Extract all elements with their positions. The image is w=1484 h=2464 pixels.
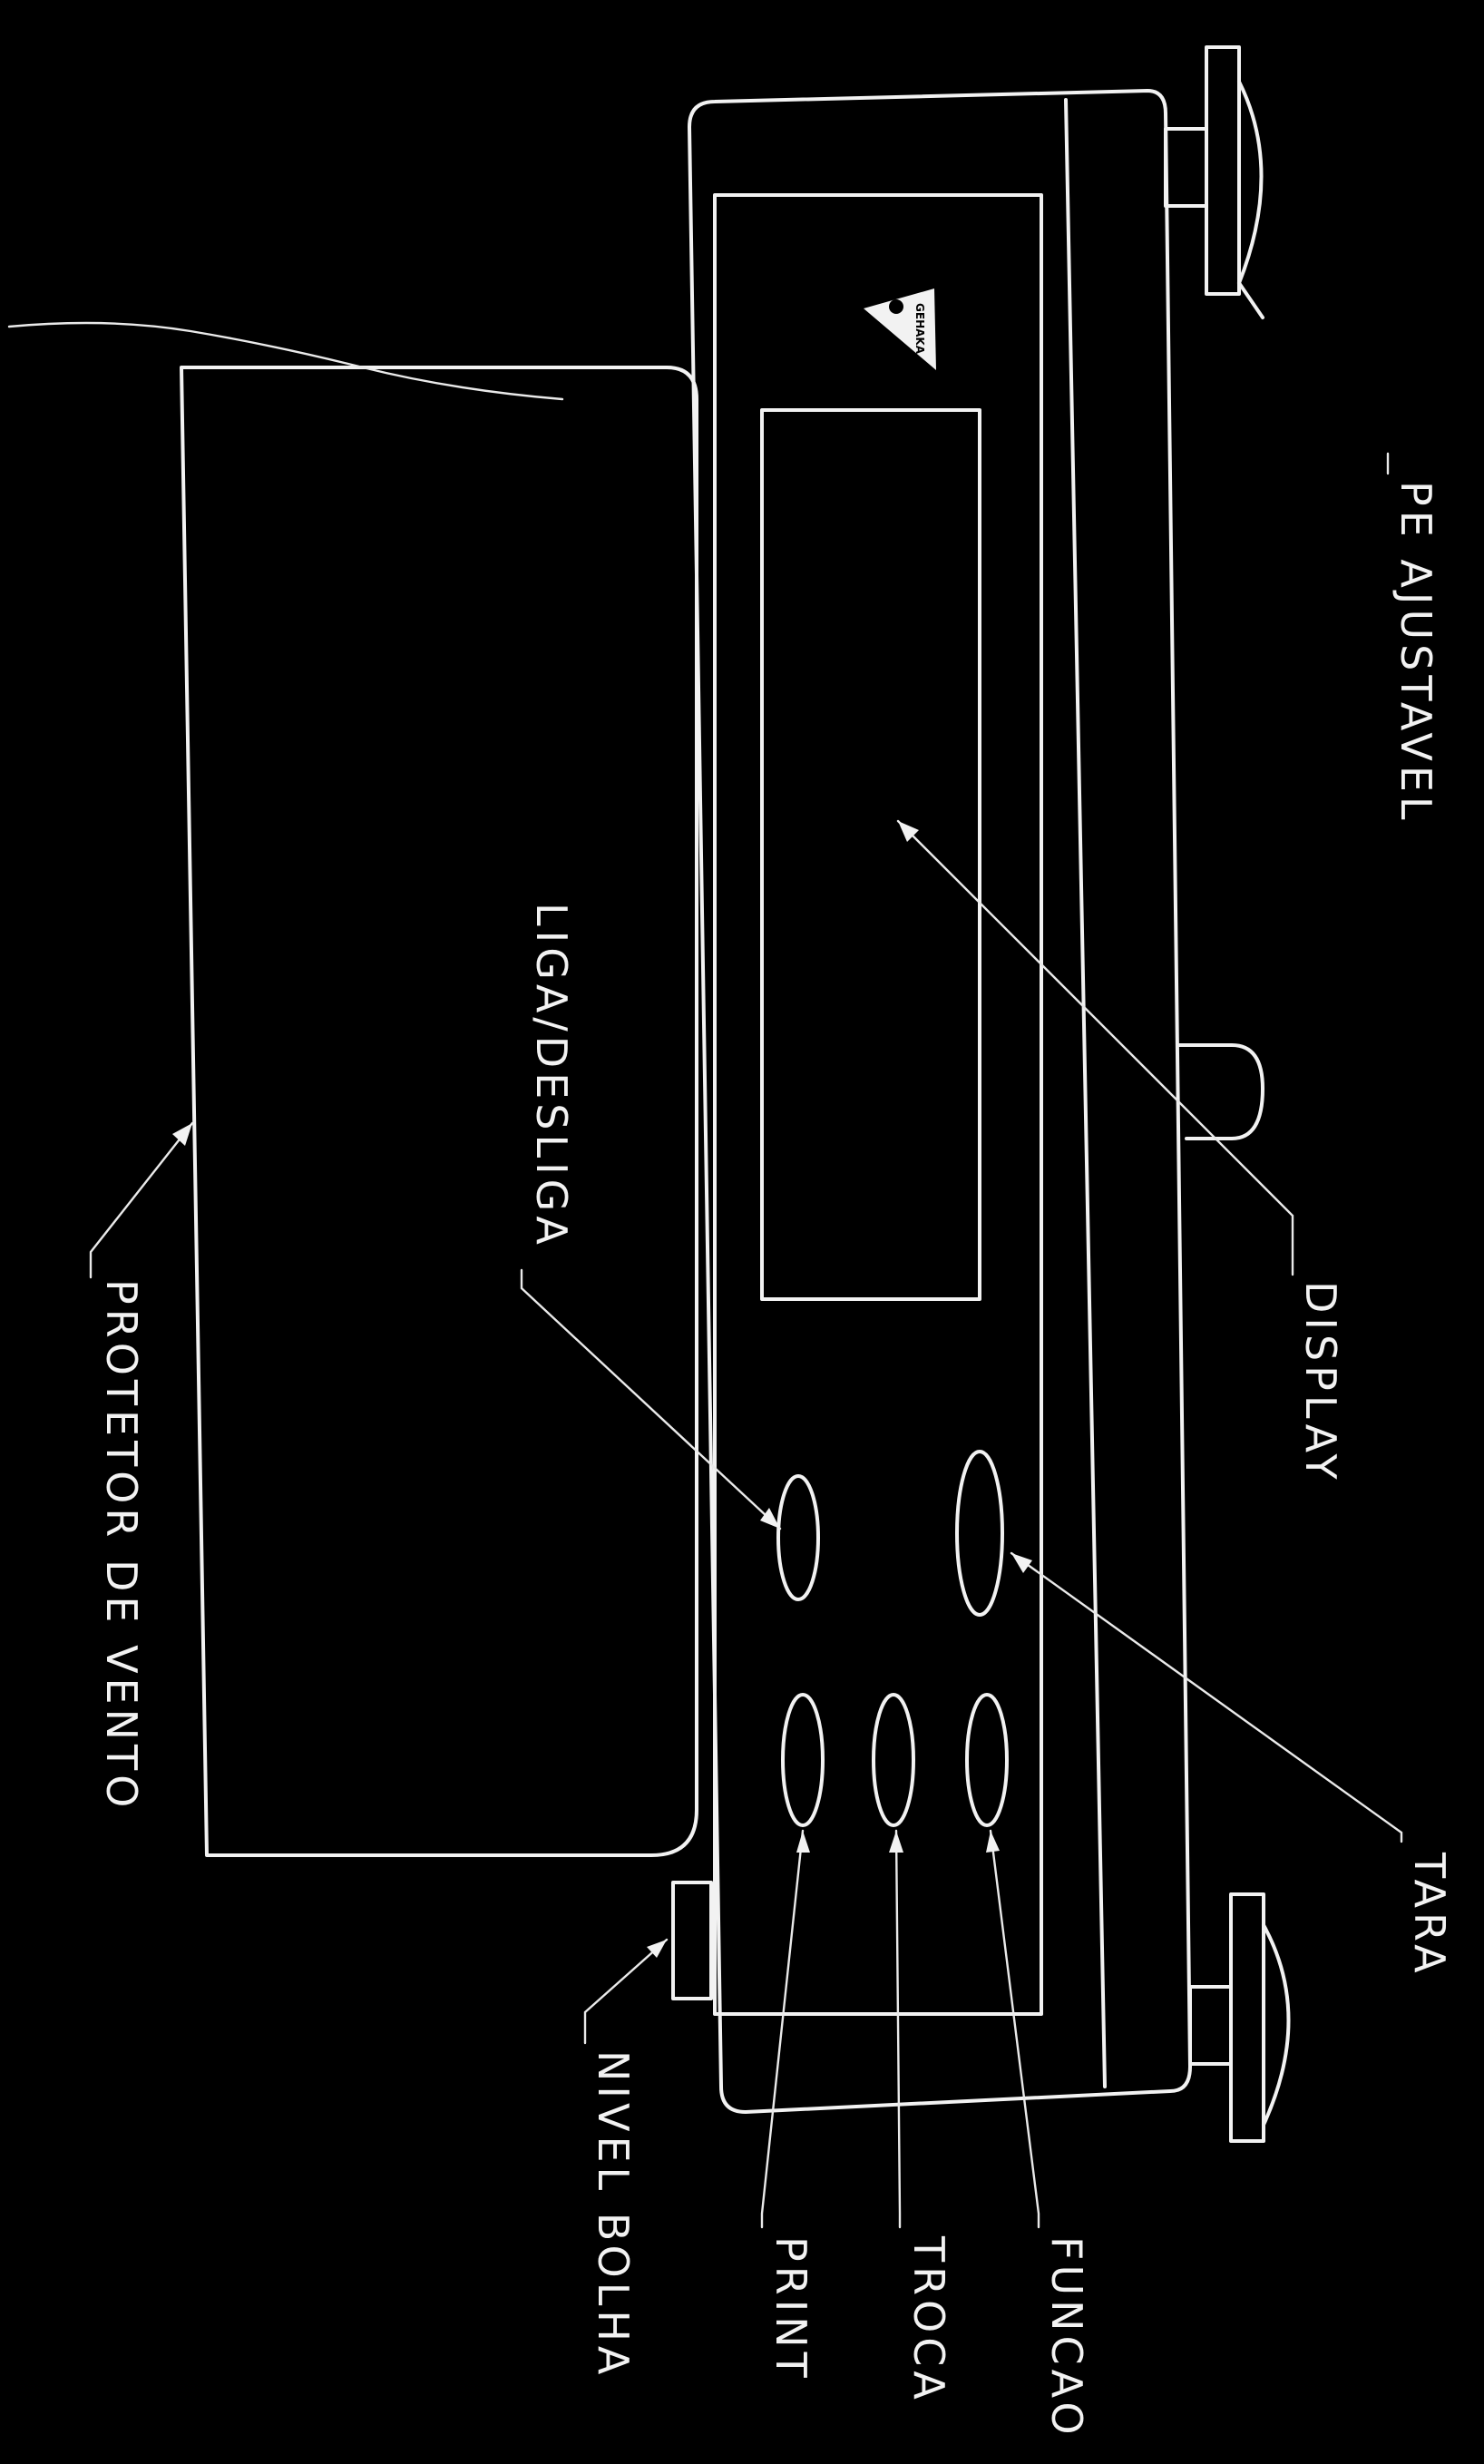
wind-shield: [180, 366, 698, 1857]
print-button[interactable]: [781, 1693, 825, 1827]
adjustable-foot-top: [1164, 45, 1264, 319]
change-button[interactable]: [872, 1693, 915, 1827]
label-bubble-level: NIVEL BOLHA: [589, 2050, 638, 2379]
on-off-button[interactable]: [776, 1474, 820, 1601]
label-on-off: LIGA/DESLIGA: [527, 903, 576, 1249]
leaders: [89, 452, 1403, 2229]
tare-button[interactable]: [955, 1450, 1004, 1617]
label-display: DISPLAY: [1296, 1281, 1345, 1484]
side-knob: [1177, 1043, 1264, 1140]
label-change: TROCA: [904, 2235, 953, 2404]
function-button[interactable]: [965, 1693, 1009, 1827]
body-side-line: [1064, 98, 1107, 2088]
display-window: [760, 408, 981, 1301]
svg-text:GEHAKA: GEHAKA: [913, 303, 926, 355]
brand-logo: GEHAKA: [864, 288, 936, 370]
label-tare: TARA: [1405, 1852, 1454, 1978]
bubble-level: [671, 1881, 713, 2000]
balance-body: [688, 89, 1192, 2114]
label-wind-shield: PROTETOR DE VENTO: [97, 1279, 146, 1812]
adjustable-foot-bottom: [1188, 1892, 1291, 2143]
label-print: PRINT: [766, 2236, 815, 2382]
label-adjustable-foot: PE AJUSTAVEL: [1391, 481, 1440, 825]
front-panel: [713, 193, 1043, 2016]
scratch-line: [7, 321, 564, 401]
label-function: FUNCAO: [1042, 2236, 1091, 2440]
